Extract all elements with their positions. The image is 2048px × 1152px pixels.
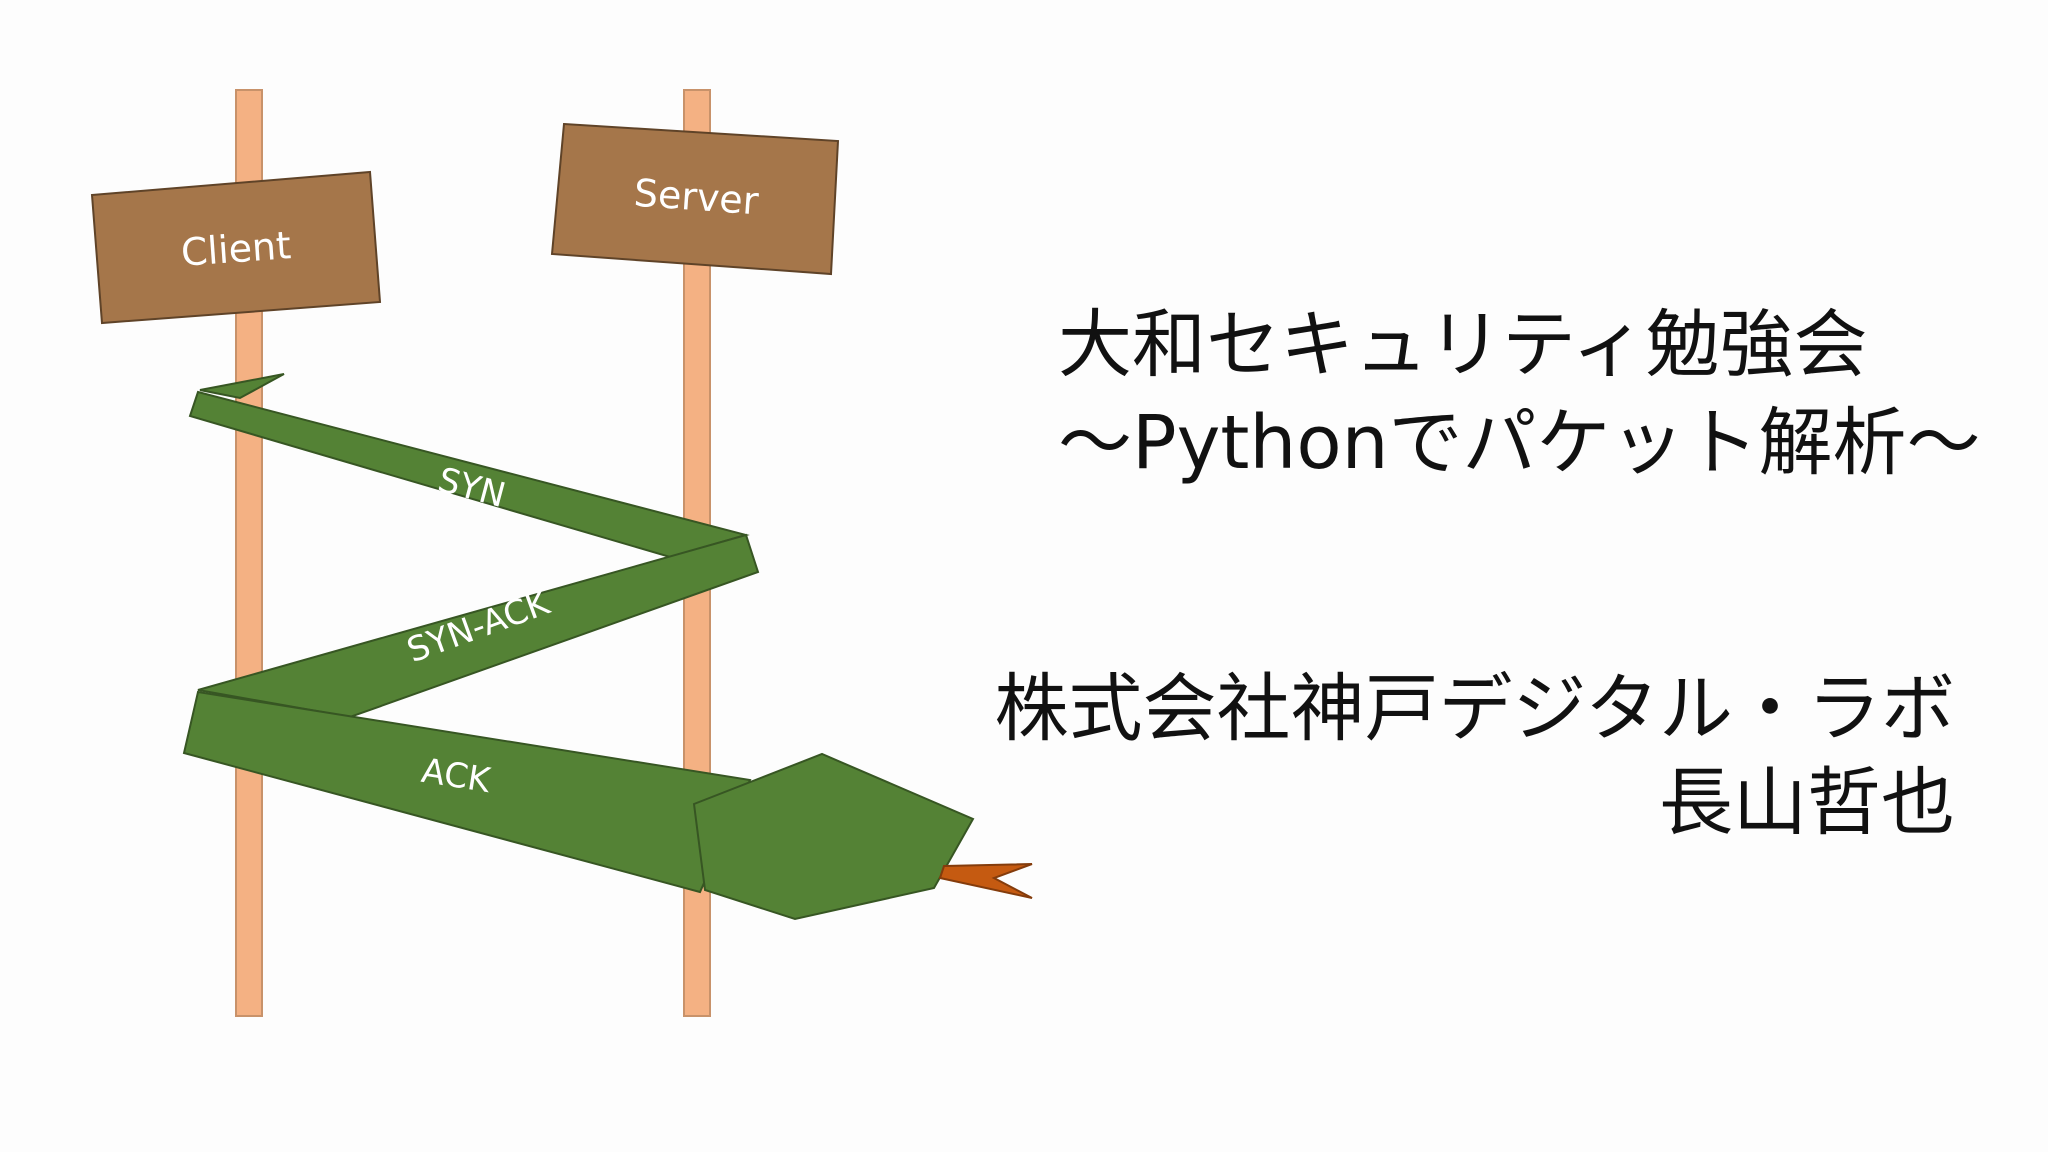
snake-body [182,373,1033,921]
author-name: 長山哲也 [1659,760,1955,846]
title-block: 大和セキュリティ勉強会 〜Pythonでパケット解析〜 [1058,296,1981,492]
client-sign: Client [90,170,382,325]
title-line-1: 大和セキュリティ勉強会 [1058,302,1868,388]
syn-label: SYN [434,460,510,516]
snake-tongue [938,863,1033,899]
client-label: Client [180,223,293,275]
ack-segment [182,690,752,894]
organization: 株式会社神戸デジタル・ラボ [994,666,1955,752]
snake-head [692,752,975,921]
snake-tail [199,373,285,400]
server-sign: Server [550,122,840,276]
author-block: 株式会社神戸デジタル・ラボ 長山哲也 [994,662,1955,850]
server-label: Server [633,171,761,224]
title-line-2: 〜Pythonでパケット解析〜 [1058,400,1981,486]
